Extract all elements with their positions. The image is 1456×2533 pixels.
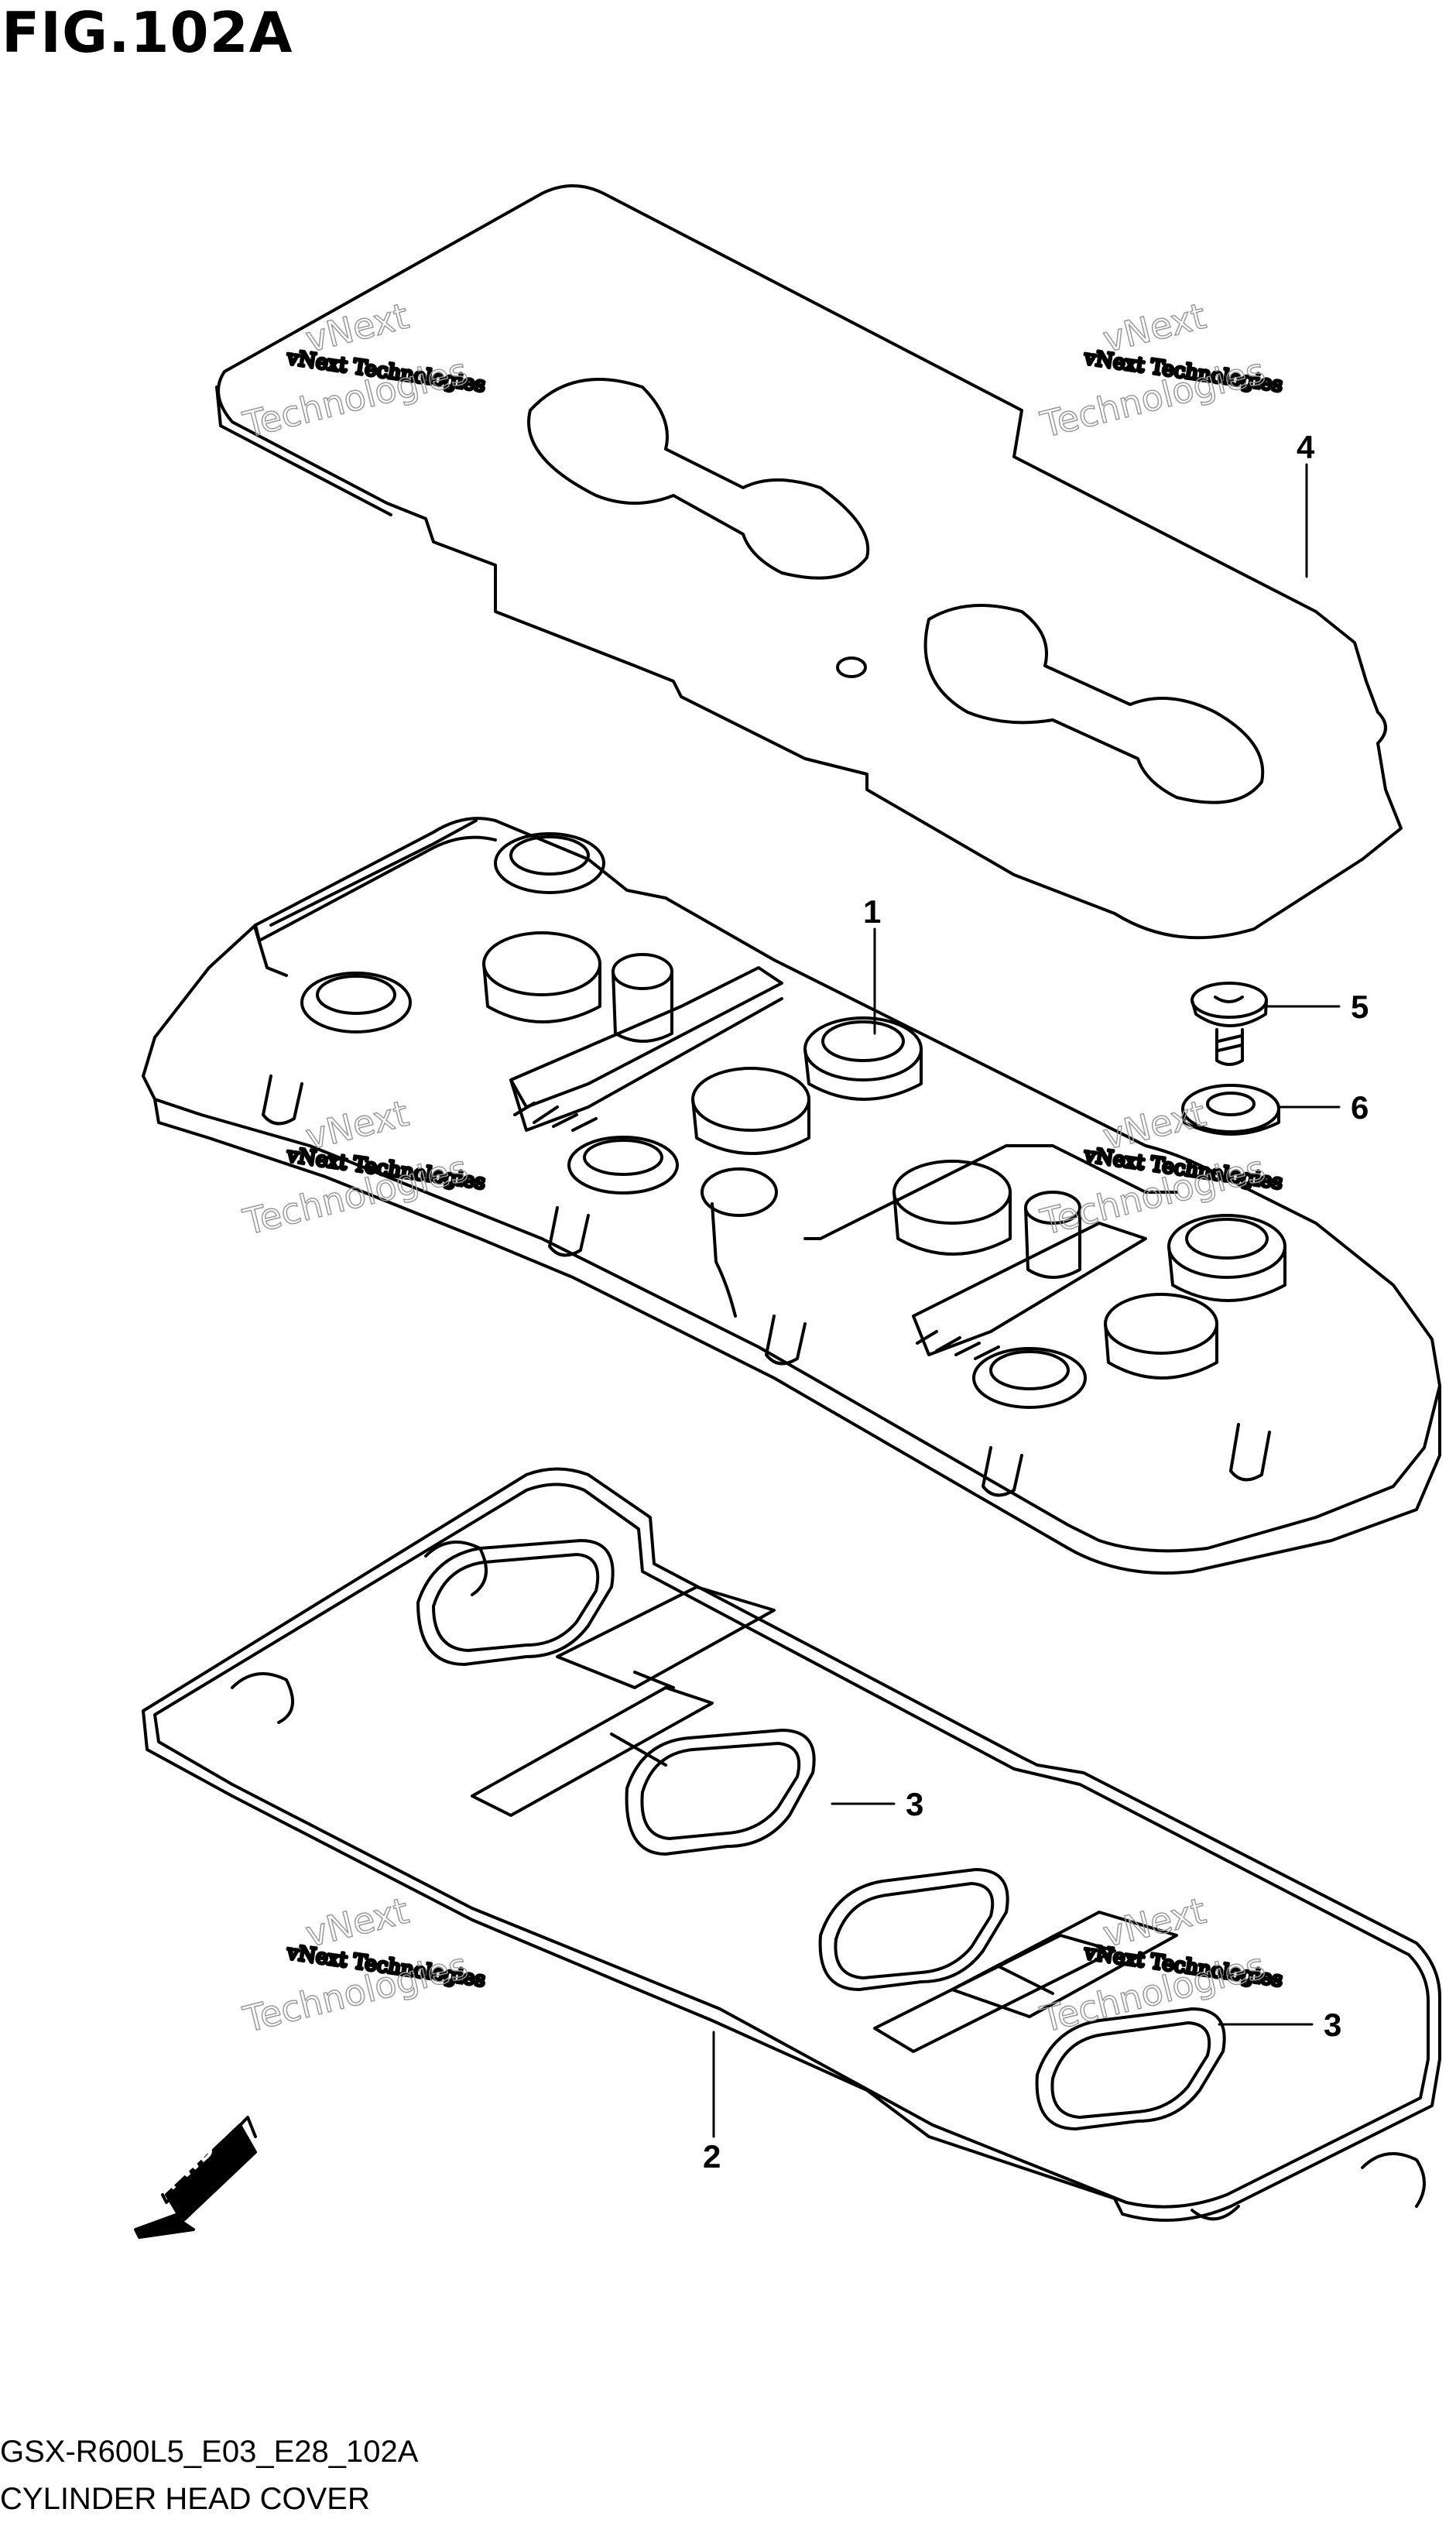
part-5-bolt bbox=[1190, 982, 1268, 1066]
watermarks: vNext vNext Technologies Technologies vN… bbox=[238, 294, 1286, 2041]
callout-2: 2 bbox=[703, 2138, 721, 2175]
callout-labels: 1 2 3 3 4 5 6 bbox=[703, 429, 1369, 2175]
callout-3a: 3 bbox=[906, 1786, 923, 1822]
callout-leaders bbox=[712, 463, 1341, 2138]
figure-name: CYLINDER HEAD COVER bbox=[0, 2482, 370, 2516]
watermark-1: vNext vNext Technologies Technologies bbox=[238, 294, 488, 447]
part-1-cover bbox=[142, 817, 1441, 1575]
watermark-5: vNext vNext Technologies Technologies bbox=[238, 1889, 488, 2041]
part-2-gasket bbox=[142, 1467, 1441, 2222]
watermark-3: vNext vNext Technologies Technologies bbox=[238, 1092, 488, 1244]
watermark-2: vNext vNext Technologies Technologies bbox=[1036, 294, 1286, 447]
watermark-6: vNext vNext Technologies Technologies bbox=[1036, 1889, 1286, 2041]
callout-3b: 3 bbox=[1324, 2007, 1341, 2043]
part-4-sheet bbox=[215, 184, 1403, 940]
callout-4: 4 bbox=[1297, 429, 1315, 465]
fwd-direction-arrow: FWD bbox=[134, 2116, 257, 2239]
part-6-washer bbox=[1181, 1084, 1280, 1136]
callout-5: 5 bbox=[1351, 989, 1369, 1025]
figure-title: FIG.102A bbox=[2, 0, 293, 65]
callout-1: 1 bbox=[863, 893, 881, 930]
callout-6: 6 bbox=[1351, 1089, 1369, 1126]
figure-code: GSX-R600L5_E03_E28_102A bbox=[0, 2435, 419, 2469]
